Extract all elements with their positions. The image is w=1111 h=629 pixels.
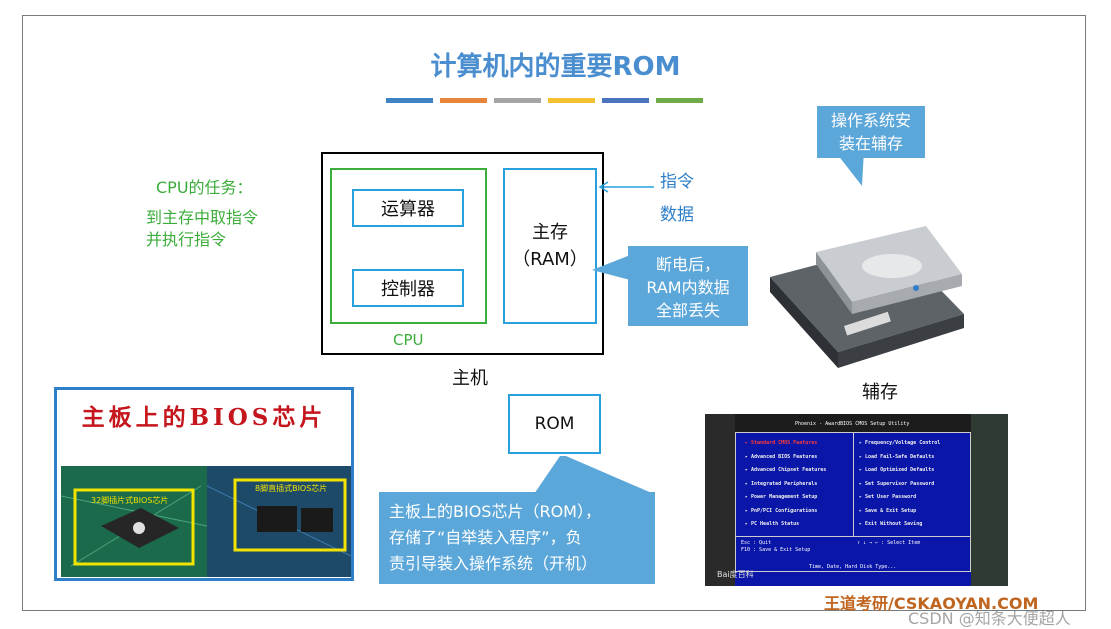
brand-credit: 王道考研/CSKAOYAN.COM: [824, 594, 1039, 613]
setup-header: Phoenix - AwardBIOS CMOS Setup Utility: [795, 421, 910, 427]
slide-frame: [22, 15, 1086, 611]
cpu-task-line1: 到主存中取指令: [146, 208, 259, 227]
monitor-bezel-left: [705, 414, 735, 586]
chip-right-caption: 8脚直插式BIOS芯片: [255, 484, 328, 493]
bios-chip-photo-right: 8脚直插式BIOS芯片: [206, 466, 351, 577]
monitor-bezel-right: [971, 414, 1008, 586]
hard-disk-icon: [770, 226, 964, 368]
setup-divider: [853, 432, 854, 536]
callout-bios-line1: 主板上的BIOS芯片（ROM），: [389, 502, 601, 521]
arrow-left-icon: [598, 181, 654, 193]
setup-top-bar: [705, 414, 1008, 432]
host-box: [321, 152, 604, 355]
callout-bios-line2: 存储了“自举装入程序”，负: [389, 528, 582, 547]
setup-menu-item-right: ▸ Frequency/Voltage Control: [859, 440, 941, 446]
callout-ram-data-loss: 断电后， RAM内数据 全部丢失: [628, 246, 748, 326]
setup-menu-item-left: ▸ Power Management Setup: [745, 494, 818, 500]
setup-menu-item-right: ▸ Save & Exit Setup: [859, 507, 917, 514]
callout-pointer-bios: [534, 456, 654, 494]
setup-footer-right: ↑ ↓ → ← : Select Item: [857, 540, 921, 546]
callout-bios-line3: 责引导装入操作系统（开机）: [389, 554, 598, 573]
setup-menu-item-left: ▸ PC Health Status: [745, 521, 800, 527]
callout-ram-line1: 断电后，: [655, 255, 720, 274]
callout-os-line2: 装在辅存: [838, 134, 903, 153]
color-bar-gray: [494, 98, 541, 103]
setup-footer-left2: F10 : Save & Exit Setup: [741, 547, 811, 553]
ram-content-instructions: 指令: [660, 172, 694, 192]
setup-menu-item-left: ▸ Standard CMOS Features: [745, 440, 818, 446]
control-unit-box: 控制器: [352, 269, 464, 307]
setup-menu-item-left: ▸ Integrated Peripherals: [745, 480, 818, 487]
color-bar-green: [656, 98, 703, 103]
callout-ram-line2: RAM内数据: [646, 278, 730, 297]
cpu-box: [330, 168, 487, 324]
callout-os-line1: 操作系统安: [830, 111, 911, 130]
color-bar-blue: [386, 98, 433, 103]
bios-chip-photo-left: 32脚插片式BIOS芯片: [60, 466, 208, 577]
circuit-board-right-icon: [206, 466, 351, 577]
csdn-credit: CSDN @知条大便超人: [908, 609, 1071, 628]
alu-box: 运算器: [352, 189, 464, 227]
callout-pointer-os: [834, 150, 864, 186]
setup-status: Time, Date, Hard Disk Type...: [809, 564, 897, 570]
ram-box: 主存 （RAM）: [503, 168, 597, 324]
bios-chip-panel: 主板上的BIOS芯片 32脚插片式BIOS芯片 8脚直插式BIOS芯片: [54, 387, 354, 581]
callout-os-storage: 操作系统安 装在辅存: [817, 106, 925, 158]
setup-menu-item-right: ▸ Set User Password: [859, 494, 917, 500]
callout-bios-rom: 主板上的BIOS芯片（ROM）， 存储了“自举装入程序”，负 责引导装入操作系统…: [379, 492, 655, 584]
setup-footer-divider: [735, 536, 971, 537]
ram-content-data: 数据: [660, 205, 694, 225]
setup-menu-item-left: ▸ Advanced Chipset Features: [745, 467, 827, 473]
host-label: 主机: [452, 368, 488, 389]
bios-setup-screen: Phoenix - AwardBIOS CMOS Setup Utility ▸…: [705, 414, 1008, 586]
bios-panel-title: 主板上的BIOS芯片: [81, 404, 327, 431]
setup-menu-item-right: ▸ Set Supervisor Password: [859, 480, 935, 487]
setup-menu-item-left: ▸ PnP/PCI Configurations: [745, 507, 818, 514]
rom-box: ROM: [508, 394, 601, 454]
slide-title: 计算机内的重要ROM: [430, 52, 681, 82]
color-bar-orange: [440, 98, 487, 103]
chip-left-caption: 32脚插片式BIOS芯片: [91, 496, 169, 505]
secondary-storage-label: 辅存: [862, 382, 898, 403]
setup-menu-item-left: ▸ Advanced BIOS Features: [745, 453, 818, 460]
alu-label: 运算器: [381, 199, 435, 220]
setup-menu-item-right: ▸ Exit Without Saving: [859, 521, 923, 527]
callout-ram-line3: 全部丢失: [655, 301, 720, 320]
control-unit-label: 控制器: [381, 279, 435, 300]
color-bar-darkblue: [602, 98, 649, 103]
callout-pointer-ram: [592, 252, 638, 282]
ram-label-line2: （RAM）: [512, 249, 588, 270]
cpu-task-line2: 并执行指令: [146, 230, 227, 249]
baike-watermark: Bai度百科: [717, 570, 754, 579]
setup-menu-item-right: ▸ Load Fail-Safe Defaults: [859, 453, 935, 460]
cpu-task-heading: CPU的任务：: [156, 178, 253, 197]
setup-menu-item-right: ▸ Load Optimized Defaults: [859, 467, 935, 473]
rom-label: ROM: [534, 414, 575, 434]
circuit-board-left-icon: [60, 466, 208, 577]
color-bar-yellow: [548, 98, 595, 103]
cpu-label: CPU: [393, 331, 424, 349]
ram-label-line1: 主存: [532, 222, 568, 243]
setup-footer-left1: Esc : Quit: [741, 540, 772, 546]
